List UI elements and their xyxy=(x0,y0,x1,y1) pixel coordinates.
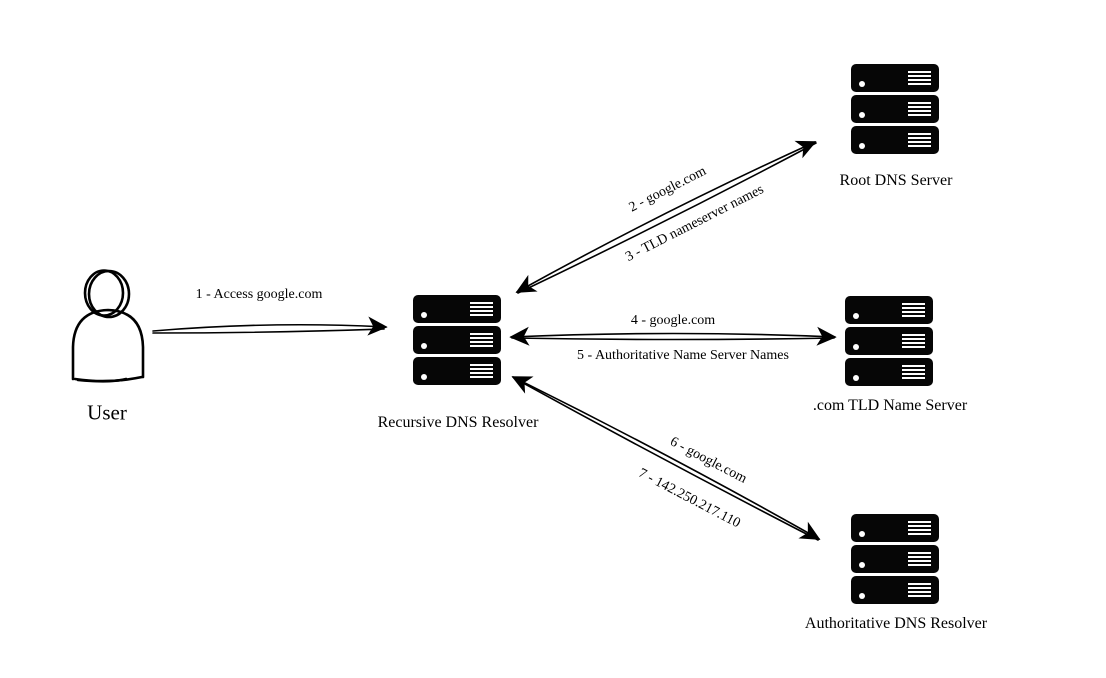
recursive-dns-resolver-label: Recursive DNS Resolver xyxy=(377,414,539,431)
tld-name-server-label: .com TLD Name Server xyxy=(812,397,968,414)
server-unit xyxy=(851,576,939,604)
authoritative-dns-resolver-icon xyxy=(851,514,939,604)
arrow-recursive-root xyxy=(515,140,817,294)
server-unit xyxy=(851,545,939,573)
arrow-user-to-recursive xyxy=(152,316,388,336)
authoritative-dns-resolver-label: Authoritative DNS Resolver xyxy=(804,615,988,632)
server-unit xyxy=(413,326,501,354)
user-label: User xyxy=(87,400,127,425)
recursive-dns-resolver-icon xyxy=(413,295,501,385)
edge-label-1: 1 - Access google.com xyxy=(195,287,323,302)
server-unit xyxy=(851,514,939,542)
edge-label-4: 4 - google.com xyxy=(630,313,716,328)
edge-label-5: 5 - Authoritative Name Server Names xyxy=(577,348,789,363)
server-unit xyxy=(413,295,501,323)
server-unit xyxy=(845,296,933,324)
root-dns-server-icon xyxy=(851,64,939,154)
server-unit xyxy=(413,357,501,385)
user-icon xyxy=(71,269,145,383)
server-unit xyxy=(851,95,939,123)
root-dns-server-label: Root DNS Server xyxy=(839,172,953,189)
server-unit xyxy=(845,358,933,386)
server-unit xyxy=(851,126,939,154)
arrow-recursive-tld xyxy=(509,326,837,346)
tld-name-server-icon xyxy=(845,296,933,386)
server-unit xyxy=(845,327,933,355)
server-unit xyxy=(851,64,939,92)
arrow-recursive-authoritative xyxy=(511,376,821,541)
